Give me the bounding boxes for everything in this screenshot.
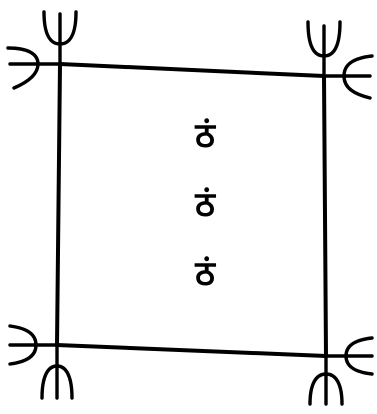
frame-right-line (324, 76, 326, 356)
trident-icon (44, 12, 76, 64)
trident-icon (10, 326, 57, 364)
center-syllable-3: ठं (194, 254, 216, 294)
corner-top-right (308, 22, 372, 98)
corner-bottom-right (310, 338, 372, 404)
trident-icon (326, 338, 372, 374)
corner-top-left (8, 12, 76, 88)
frame-bottom-line (57, 345, 326, 356)
center-syllables: ठं ठं ठं (194, 116, 216, 294)
trident-icon (310, 356, 342, 404)
trident-icon (308, 22, 340, 76)
trident-icon (324, 56, 372, 98)
trident-icon (42, 345, 72, 398)
center-syllable-2: ठं (194, 185, 216, 225)
frame-top-line (60, 64, 324, 76)
corner-bottom-left (10, 326, 72, 398)
square-frame (57, 64, 326, 356)
frame-left-line (57, 64, 60, 345)
trident-icon (8, 48, 60, 88)
center-syllable-1: ठं (194, 116, 216, 156)
